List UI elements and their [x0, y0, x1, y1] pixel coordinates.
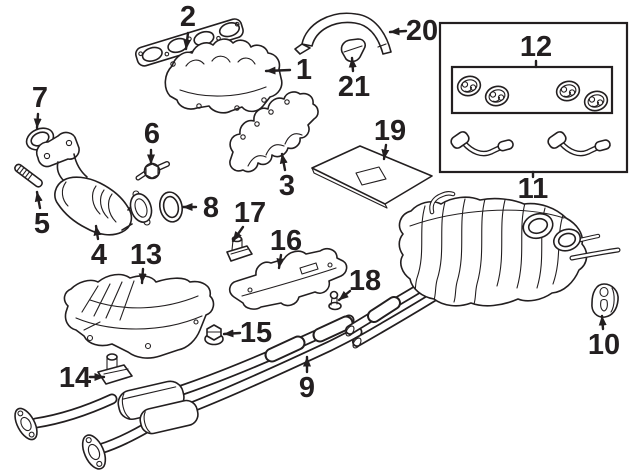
- flat-heat-shield-drawing: [311, 145, 433, 209]
- part-3-arrow: [279, 152, 288, 172]
- part-5-arrow: [34, 190, 43, 210]
- heat-shield-arch-drawing: [294, 12, 392, 55]
- part-20-arrow: [388, 27, 408, 36]
- front-pipe-assembly-drawing: [14, 314, 363, 470]
- part-20-label: 20: [406, 15, 438, 47]
- part-1-arrow: [264, 66, 292, 75]
- part-10-label: 10: [588, 329, 620, 361]
- part-3-label: 3: [279, 170, 295, 202]
- part-7-label: 7: [32, 82, 48, 114]
- part-13-label: 13: [130, 239, 162, 271]
- part-11-label: 11: [518, 173, 549, 205]
- part-1-label: 1: [296, 54, 312, 86]
- part-18-arrow: [337, 289, 352, 302]
- part-9-label: 9: [299, 372, 315, 404]
- part-18-label: 18: [349, 265, 381, 297]
- push-clip-drawing: [226, 235, 253, 262]
- exhaust-tip: [522, 212, 554, 240]
- part-19-arrow: [381, 143, 390, 161]
- part-7-arrow: [33, 112, 42, 130]
- front-heat-shield-drawing: [63, 273, 215, 359]
- catalytic-converter-drawing: [35, 131, 153, 236]
- part-21-arrow: [348, 56, 357, 73]
- stud-bolt-drawing: [14, 163, 43, 188]
- part-15-arrow: [222, 329, 242, 338]
- muffler-ribs: [409, 198, 565, 305]
- part-6-label: 6: [144, 118, 160, 150]
- part-8-label: 8: [203, 192, 219, 224]
- pipe-flange: [81, 434, 107, 470]
- outlet-seal-drawing: [158, 191, 184, 223]
- support-bracket-drawing: [97, 353, 133, 385]
- insulator-kit-items: [450, 75, 611, 157]
- insulator-drawing: [484, 85, 510, 107]
- part-2-label: 2: [180, 1, 196, 33]
- exhaust-manifold-upper-drawing: [164, 38, 283, 114]
- hanger-hook-drawing: [547, 131, 611, 157]
- part-16-label: 16: [270, 225, 302, 257]
- part-16-arrow: [276, 253, 285, 270]
- part-2-arrow: [183, 31, 192, 51]
- part-17-arrow: [231, 225, 245, 243]
- part-21-label: 21: [338, 71, 370, 103]
- part-4-arrow: [93, 224, 102, 241]
- insulator-drawing: [555, 80, 581, 102]
- clamp-wedge-drawing: [340, 38, 366, 63]
- hanger-insulator-drawing: [591, 283, 619, 318]
- center-heat-shield-drawing: [228, 248, 348, 310]
- part-14-label: 14: [59, 362, 91, 394]
- hanger-hook-drawing: [450, 131, 514, 157]
- pipe-flange: [14, 407, 38, 441]
- push-pin-drawing: [328, 290, 342, 311]
- exhaust-tip: [552, 228, 582, 252]
- oxygen-sensor-drawing: [135, 161, 170, 181]
- flange-nut-drawing: [204, 324, 224, 346]
- part-17-label: 17: [234, 197, 266, 229]
- insulator-drawing: [456, 75, 482, 97]
- part-5-label: 5: [34, 208, 50, 240]
- part-10-arrow: [598, 314, 607, 331]
- part-12-label: 12: [520, 31, 552, 63]
- part-13-arrow: [138, 267, 147, 285]
- part-15-label: 15: [240, 317, 272, 349]
- part-4-label: 4: [91, 239, 107, 271]
- muffler-assembly-drawing: [398, 191, 621, 307]
- exhaust-manifold-lower-drawing: [229, 91, 319, 173]
- insulator-drawing: [583, 90, 609, 112]
- part-19-label: 19: [374, 115, 406, 147]
